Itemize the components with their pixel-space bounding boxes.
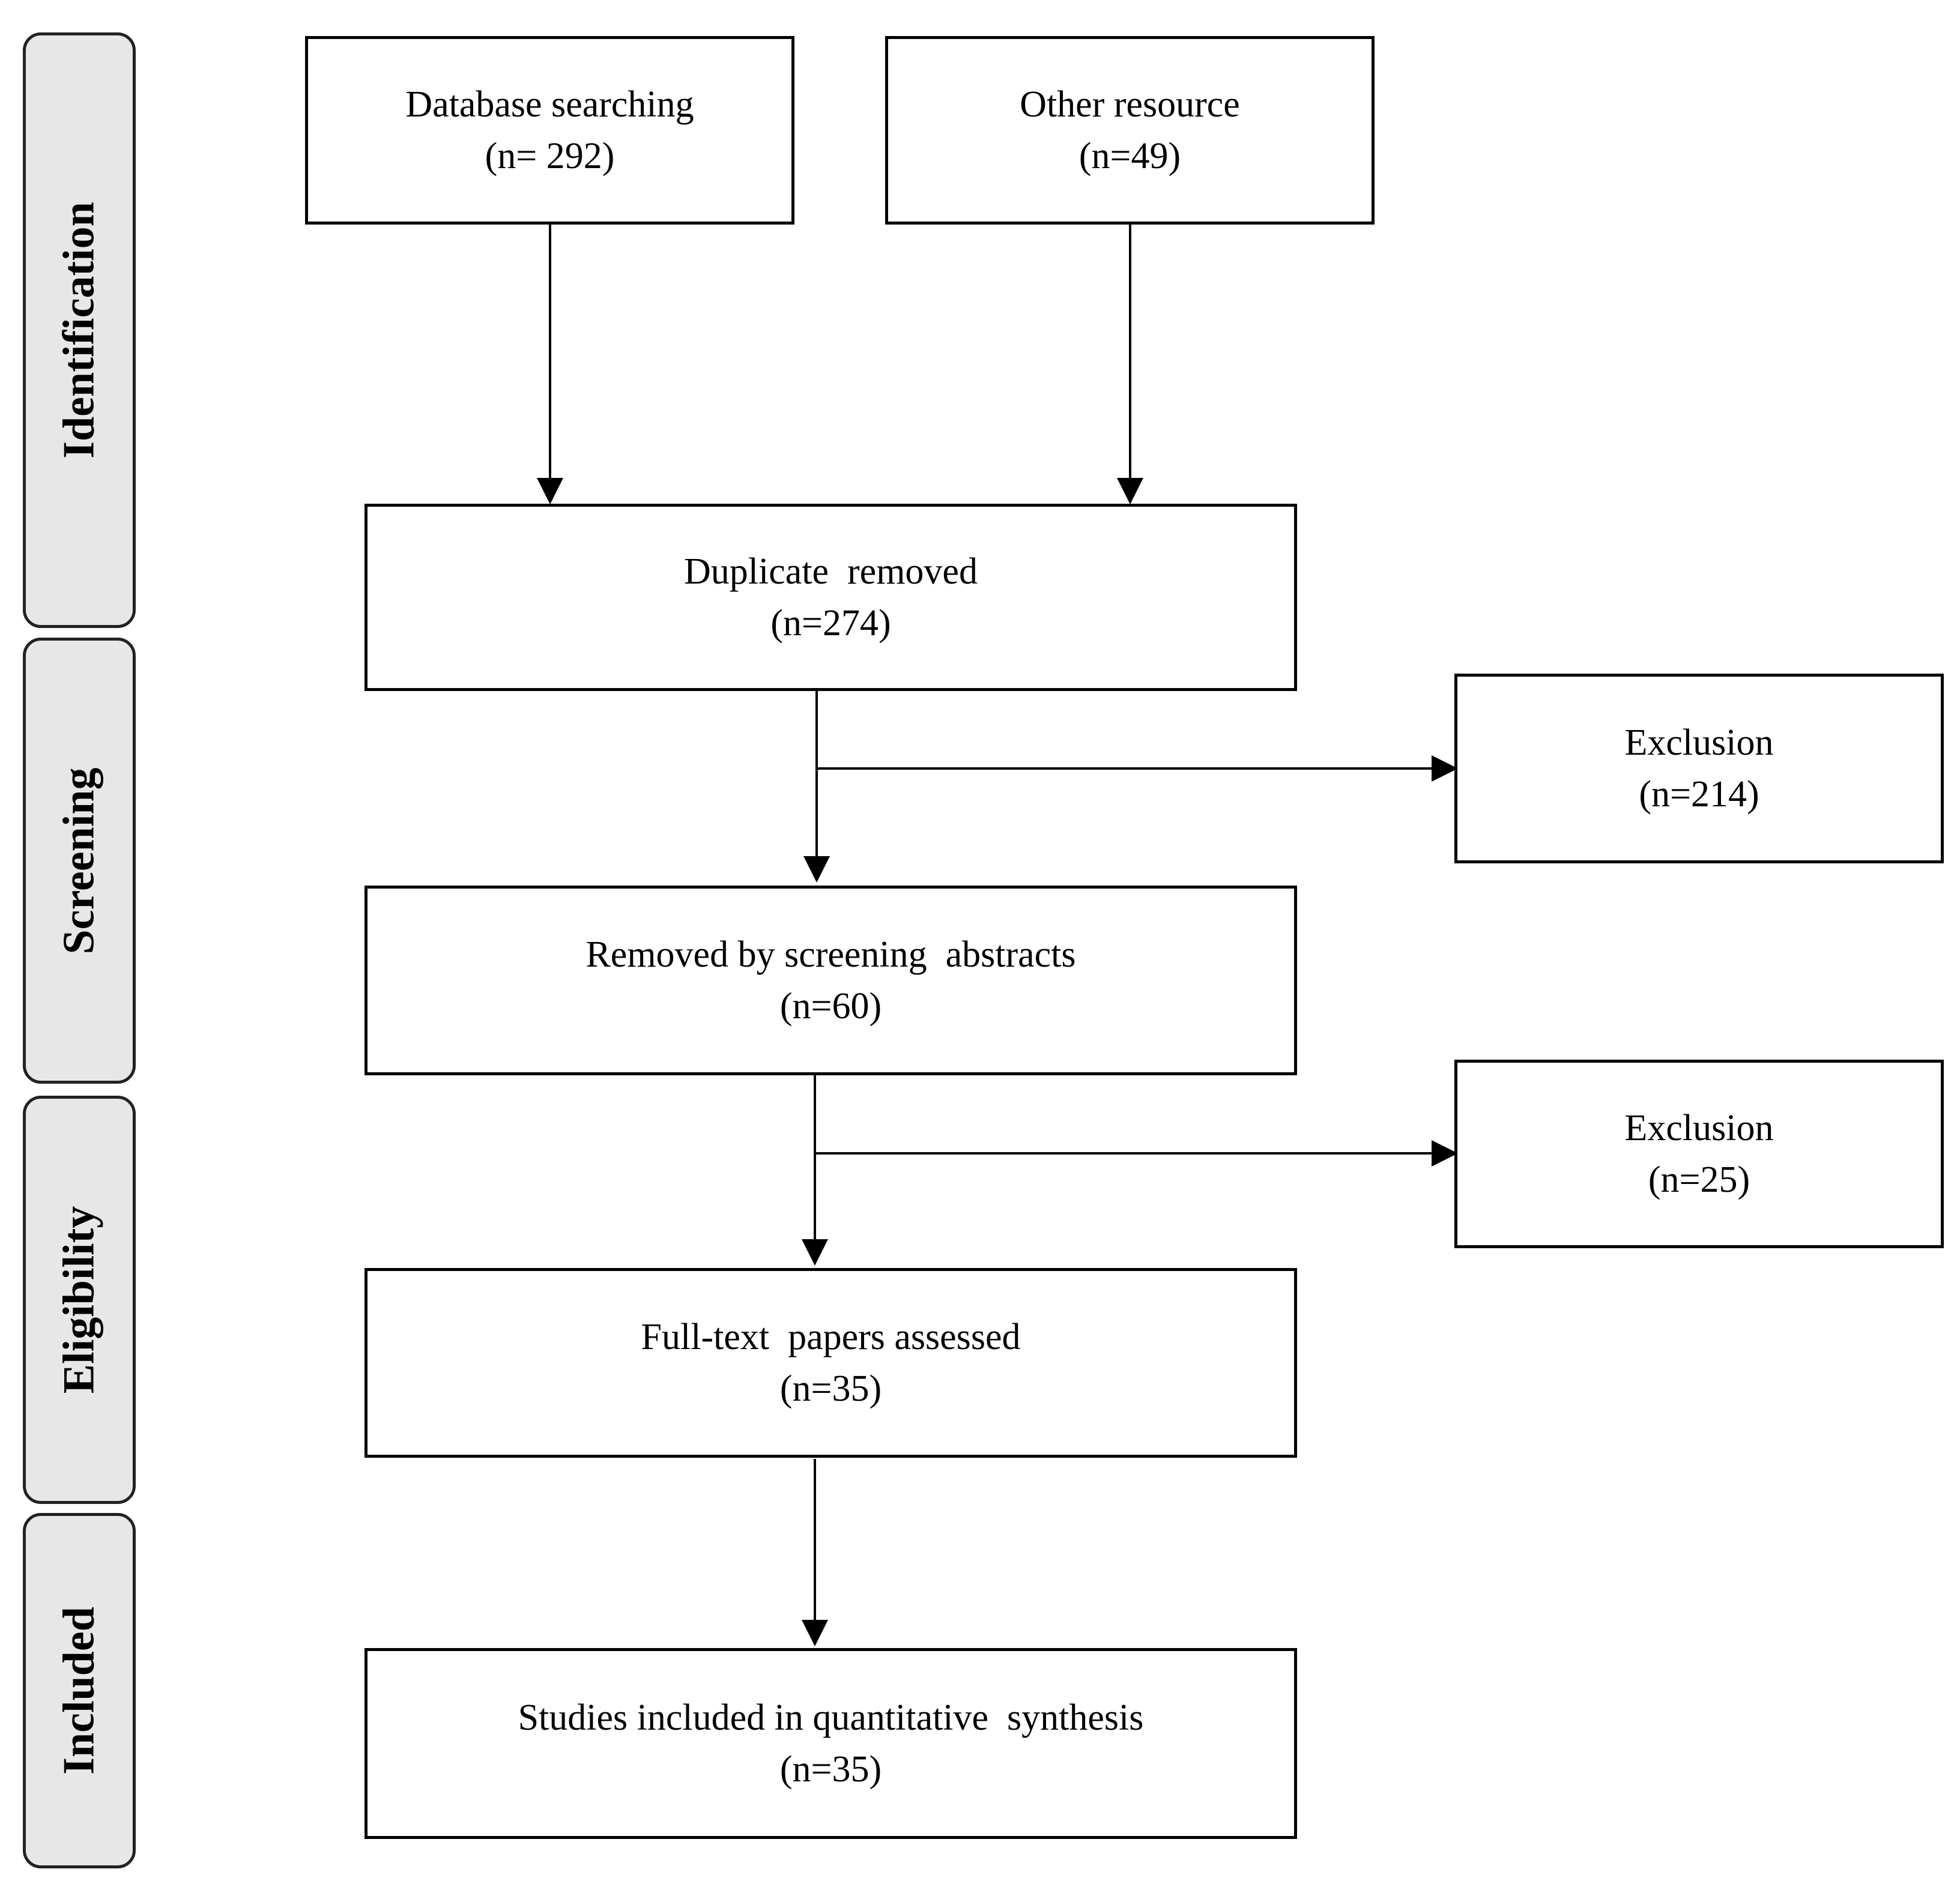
box-exclusion-1-title: Exclusion — [1624, 722, 1774, 763]
box-exclusion-2: Exclusion (n=25) — [1454, 1060, 1944, 1248]
stage-identification: Identification — [23, 32, 136, 628]
box-removed-by-screening-title: Removed by screening abstracts — [585, 934, 1076, 975]
arrowhead-included — [802, 1620, 828, 1646]
stage-eligibility: Eligibility — [23, 1096, 136, 1504]
box-studies-included-count: (n=35) — [779, 1749, 882, 1790]
box-studies-included: Studies included in quantitative synthes… — [364, 1648, 1297, 1839]
arrowhead-exclusion1 — [1432, 755, 1458, 782]
box-removed-by-screening-count: (n=60) — [779, 986, 882, 1027]
box-duplicate-removed: Duplicate removed (n=274) — [364, 504, 1297, 691]
box-database-searching-title: Database searching — [405, 84, 694, 125]
box-exclusion-2-count: (n=25) — [1648, 1159, 1750, 1200]
arrowhead-fulltext — [802, 1239, 828, 1266]
box-duplicate-removed-title: Duplicate removed — [684, 551, 978, 592]
box-studies-included-title: Studies included in quantitative synthes… — [518, 1697, 1144, 1738]
arrowhead-other — [1117, 478, 1143, 504]
box-exclusion-2-title: Exclusion — [1624, 1108, 1774, 1149]
stage-included: Included — [23, 1513, 136, 1868]
box-database-searching-count: (n= 292) — [485, 136, 615, 177]
stage-included-label: Included — [54, 1607, 104, 1775]
box-other-resource-count: (n=49) — [1078, 136, 1181, 177]
box-full-text-assessed: Full-text papers assessed (n=35) — [364, 1268, 1297, 1458]
arrowhead-abstracts — [803, 856, 830, 883]
box-duplicate-removed-count: (n=274) — [770, 603, 891, 644]
box-full-text-assessed-title: Full-text papers assessed — [641, 1317, 1021, 1357]
box-exclusion-1: Exclusion (n=214) — [1454, 674, 1944, 863]
arrowhead-database — [537, 478, 563, 504]
box-removed-by-screening: Removed by screening abstracts (n=60) — [364, 886, 1297, 1075]
box-exclusion-1-count: (n=214) — [1639, 774, 1759, 815]
box-other-resource-title: Other resource — [1020, 84, 1240, 125]
stage-identification-label: Identification — [54, 202, 104, 459]
box-database-searching: Database searching (n= 292) — [305, 36, 794, 225]
arrowhead-exclusion2 — [1432, 1140, 1458, 1167]
box-full-text-assessed-count: (n=35) — [779, 1368, 882, 1409]
stage-screening: Screening — [23, 638, 136, 1084]
stage-screening-label: Screening — [54, 767, 104, 955]
box-other-resource: Other resource (n=49) — [885, 36, 1375, 225]
stage-eligibility-label: Eligibility — [54, 1206, 104, 1394]
